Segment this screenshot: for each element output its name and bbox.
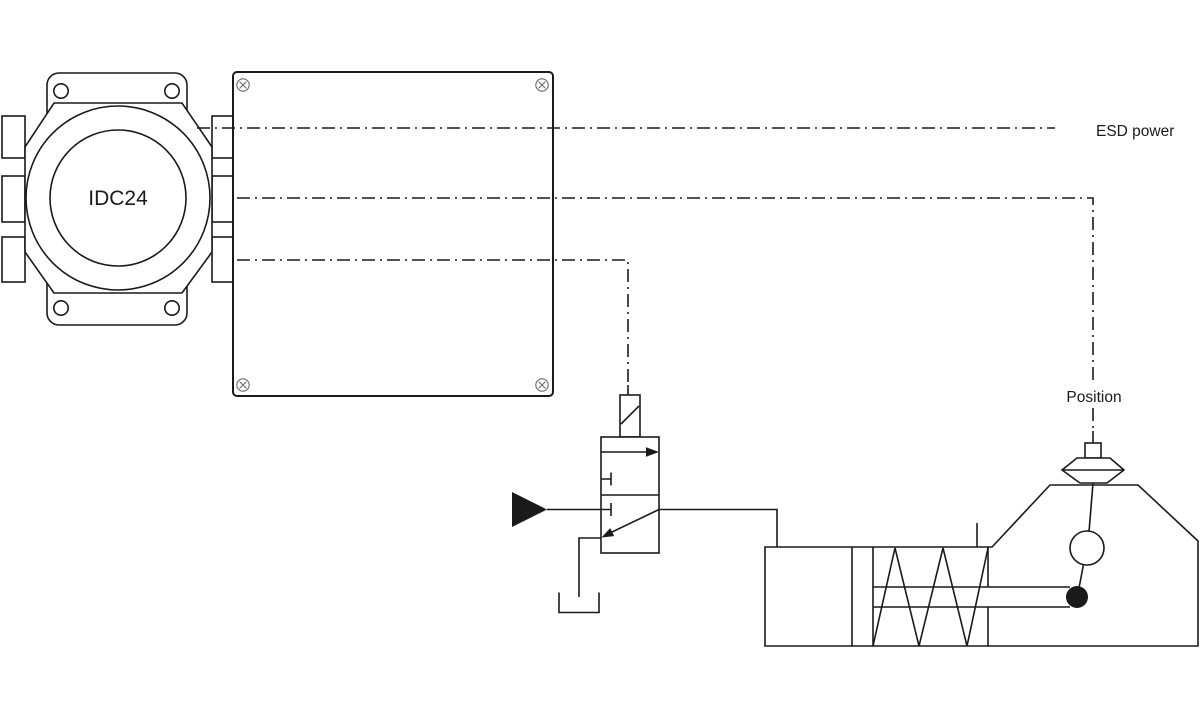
feedback-link-upper bbox=[1088, 482, 1094, 533]
filled-arrow-icon bbox=[646, 447, 659, 457]
mounting-hole bbox=[52, 299, 69, 316]
rod-end-ball bbox=[1066, 586, 1088, 608]
exhaust-line bbox=[578, 537, 601, 597]
esd-power-label: ESD power bbox=[1096, 123, 1174, 140]
device-label: IDC24 bbox=[88, 187, 148, 210]
valve-exhaust-path bbox=[610, 508, 660, 534]
conduit-tab-left bbox=[1, 115, 26, 159]
feedback-link-lower bbox=[1078, 564, 1085, 589]
output-pipe bbox=[659, 508, 778, 547]
solenoid-slash bbox=[620, 405, 640, 425]
mounting-hole bbox=[52, 83, 69, 100]
phillips-screw-icon bbox=[535, 378, 549, 392]
position-label: Position bbox=[1066, 389, 1121, 406]
conduit-tab-right bbox=[211, 115, 234, 159]
mounting-hole bbox=[164, 83, 181, 100]
solenoid-signal-line bbox=[237, 259, 629, 396]
position-feedback bbox=[1060, 442, 1126, 608]
actuator-cylinder bbox=[764, 484, 1199, 647]
phillips-screw-icon bbox=[236, 78, 250, 92]
exhaust bbox=[558, 537, 601, 614]
actuator-housing bbox=[764, 484, 1199, 647]
junction-box-cover bbox=[232, 71, 554, 397]
position-signal-path bbox=[237, 197, 1094, 383]
controller-face-inner bbox=[49, 129, 187, 267]
junction-box bbox=[232, 71, 554, 397]
solenoid-valve bbox=[600, 394, 660, 554]
drain-cup-icon bbox=[558, 592, 600, 614]
conduit-tab-right bbox=[211, 236, 234, 283]
conduit-tab-left bbox=[1, 236, 26, 283]
phillips-screw-icon bbox=[535, 78, 549, 92]
solenoid-signal-path bbox=[237, 259, 629, 385]
mounting-hole bbox=[164, 299, 181, 316]
piston-rod-body bbox=[873, 587, 1070, 607]
piston-rod bbox=[873, 586, 1070, 608]
esd-power-line: ESD power bbox=[197, 123, 1174, 140]
idc24-controller: IDC24 bbox=[1, 72, 234, 326]
position-sensor-cap bbox=[1084, 442, 1102, 459]
conduit-tab-right bbox=[211, 175, 234, 223]
supply-triangle-icon bbox=[512, 492, 547, 527]
position-signal-line: Position bbox=[237, 197, 1122, 443]
feedback-pivot bbox=[1069, 530, 1105, 566]
blocked-port-symbol bbox=[601, 503, 612, 516]
filled-arrow-icon bbox=[601, 528, 615, 538]
blocked-port-symbol bbox=[601, 472, 612, 486]
piston bbox=[851, 547, 874, 646]
return-spring bbox=[872, 547, 989, 647]
air-supply bbox=[512, 492, 601, 527]
conduit-tab-left bbox=[1, 175, 26, 223]
phillips-screw-icon bbox=[236, 378, 250, 392]
